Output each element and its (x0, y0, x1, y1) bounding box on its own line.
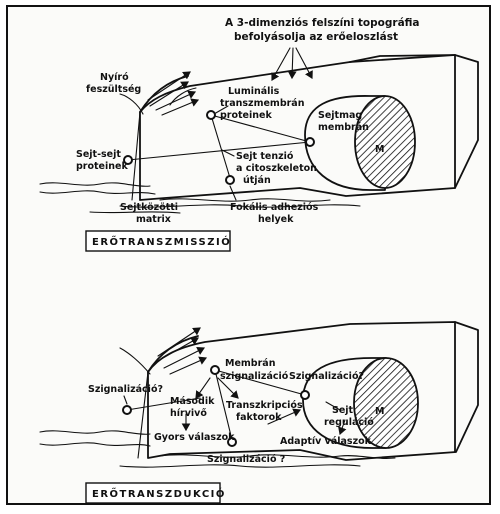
cell-regulation-line2: reguláció (324, 417, 374, 428)
transduction-title: ERŐTRANSZDUKCIÓ (92, 486, 226, 500)
matrix-label-line2: matrix (136, 214, 171, 225)
second-messenger-line1: Második (170, 396, 215, 407)
focal-adhesion-dot (225, 175, 235, 185)
nuclear-label-line2: membrán (318, 122, 369, 133)
tension-label-line3: útján (243, 175, 271, 186)
topography-heading-line1: A 3-dimenziós felszíni topográfia (225, 17, 420, 29)
matrix-label-line1: Sejtközötti (120, 202, 178, 213)
cell-regulation-line1: Sejt (332, 405, 354, 416)
adaptive-response-label: Adaptív válaszok (280, 436, 372, 447)
nucleus-bottom (353, 357, 419, 449)
nucleus-letter-top: M (375, 144, 384, 155)
luminal-label-line2: transzmembrán (220, 98, 305, 109)
luminal-label-line1: Luminális (228, 86, 280, 97)
membrane-signal-dot (210, 365, 220, 375)
transmission-title-box (85, 230, 231, 252)
tf-label-line1: Transzkripciós (226, 400, 303, 411)
nuclear-label-line1: Sejtmag (318, 110, 362, 121)
luminal-protein-dot (206, 110, 216, 120)
transduction-title-box (85, 482, 221, 504)
shear-label-line2: feszültség (86, 84, 141, 95)
nucleus-signal-dot (300, 390, 310, 400)
bottom-signal-dot (227, 437, 237, 447)
transduction-panel: M (39, 321, 479, 504)
transmission-panel: M (39, 17, 479, 252)
luminal-label-line3: proteinek (220, 110, 272, 121)
tf-label-line2: faktorok (236, 412, 282, 423)
cellcell-protein-dot (123, 155, 133, 165)
cell-outline-top (139, 54, 479, 201)
signal-nucleus-label: Szignalizáció? (289, 371, 364, 382)
focal-label-line1: Fokális adheziós (230, 202, 319, 213)
cellcell-label-line1: Sejt-sejt (76, 149, 121, 160)
shear-label-line1: Nyíró (100, 72, 129, 83)
nuclear-membrane-dot (305, 137, 315, 147)
cellcell-label-line2: proteinek (76, 161, 128, 172)
left-signal-dot (122, 405, 132, 415)
topography-heading-line2: befolyásolja az erőeloszlást (234, 31, 398, 43)
second-messenger-line2: hírvivő (170, 408, 207, 419)
transmission-title: ERŐTRANSZMISSZIÓ (92, 234, 231, 248)
tension-label-line1: Sejt tenzió (236, 151, 294, 162)
fast-response-label: Gyors válaszok (154, 432, 235, 443)
membrane-label-line1: Membrán (225, 358, 276, 369)
signal-left-label: Szignalizáció? (88, 384, 163, 395)
nucleus-top (354, 95, 416, 189)
tension-label-line2: a citoszkeleton (236, 163, 317, 174)
signal-bottom-label: Szignalizáció ? (207, 454, 285, 465)
nucleus-letter-bottom: M (375, 406, 384, 417)
focal-label-line2: helyek (258, 214, 294, 225)
membrane-label-line2: szignalizáció (220, 371, 289, 382)
